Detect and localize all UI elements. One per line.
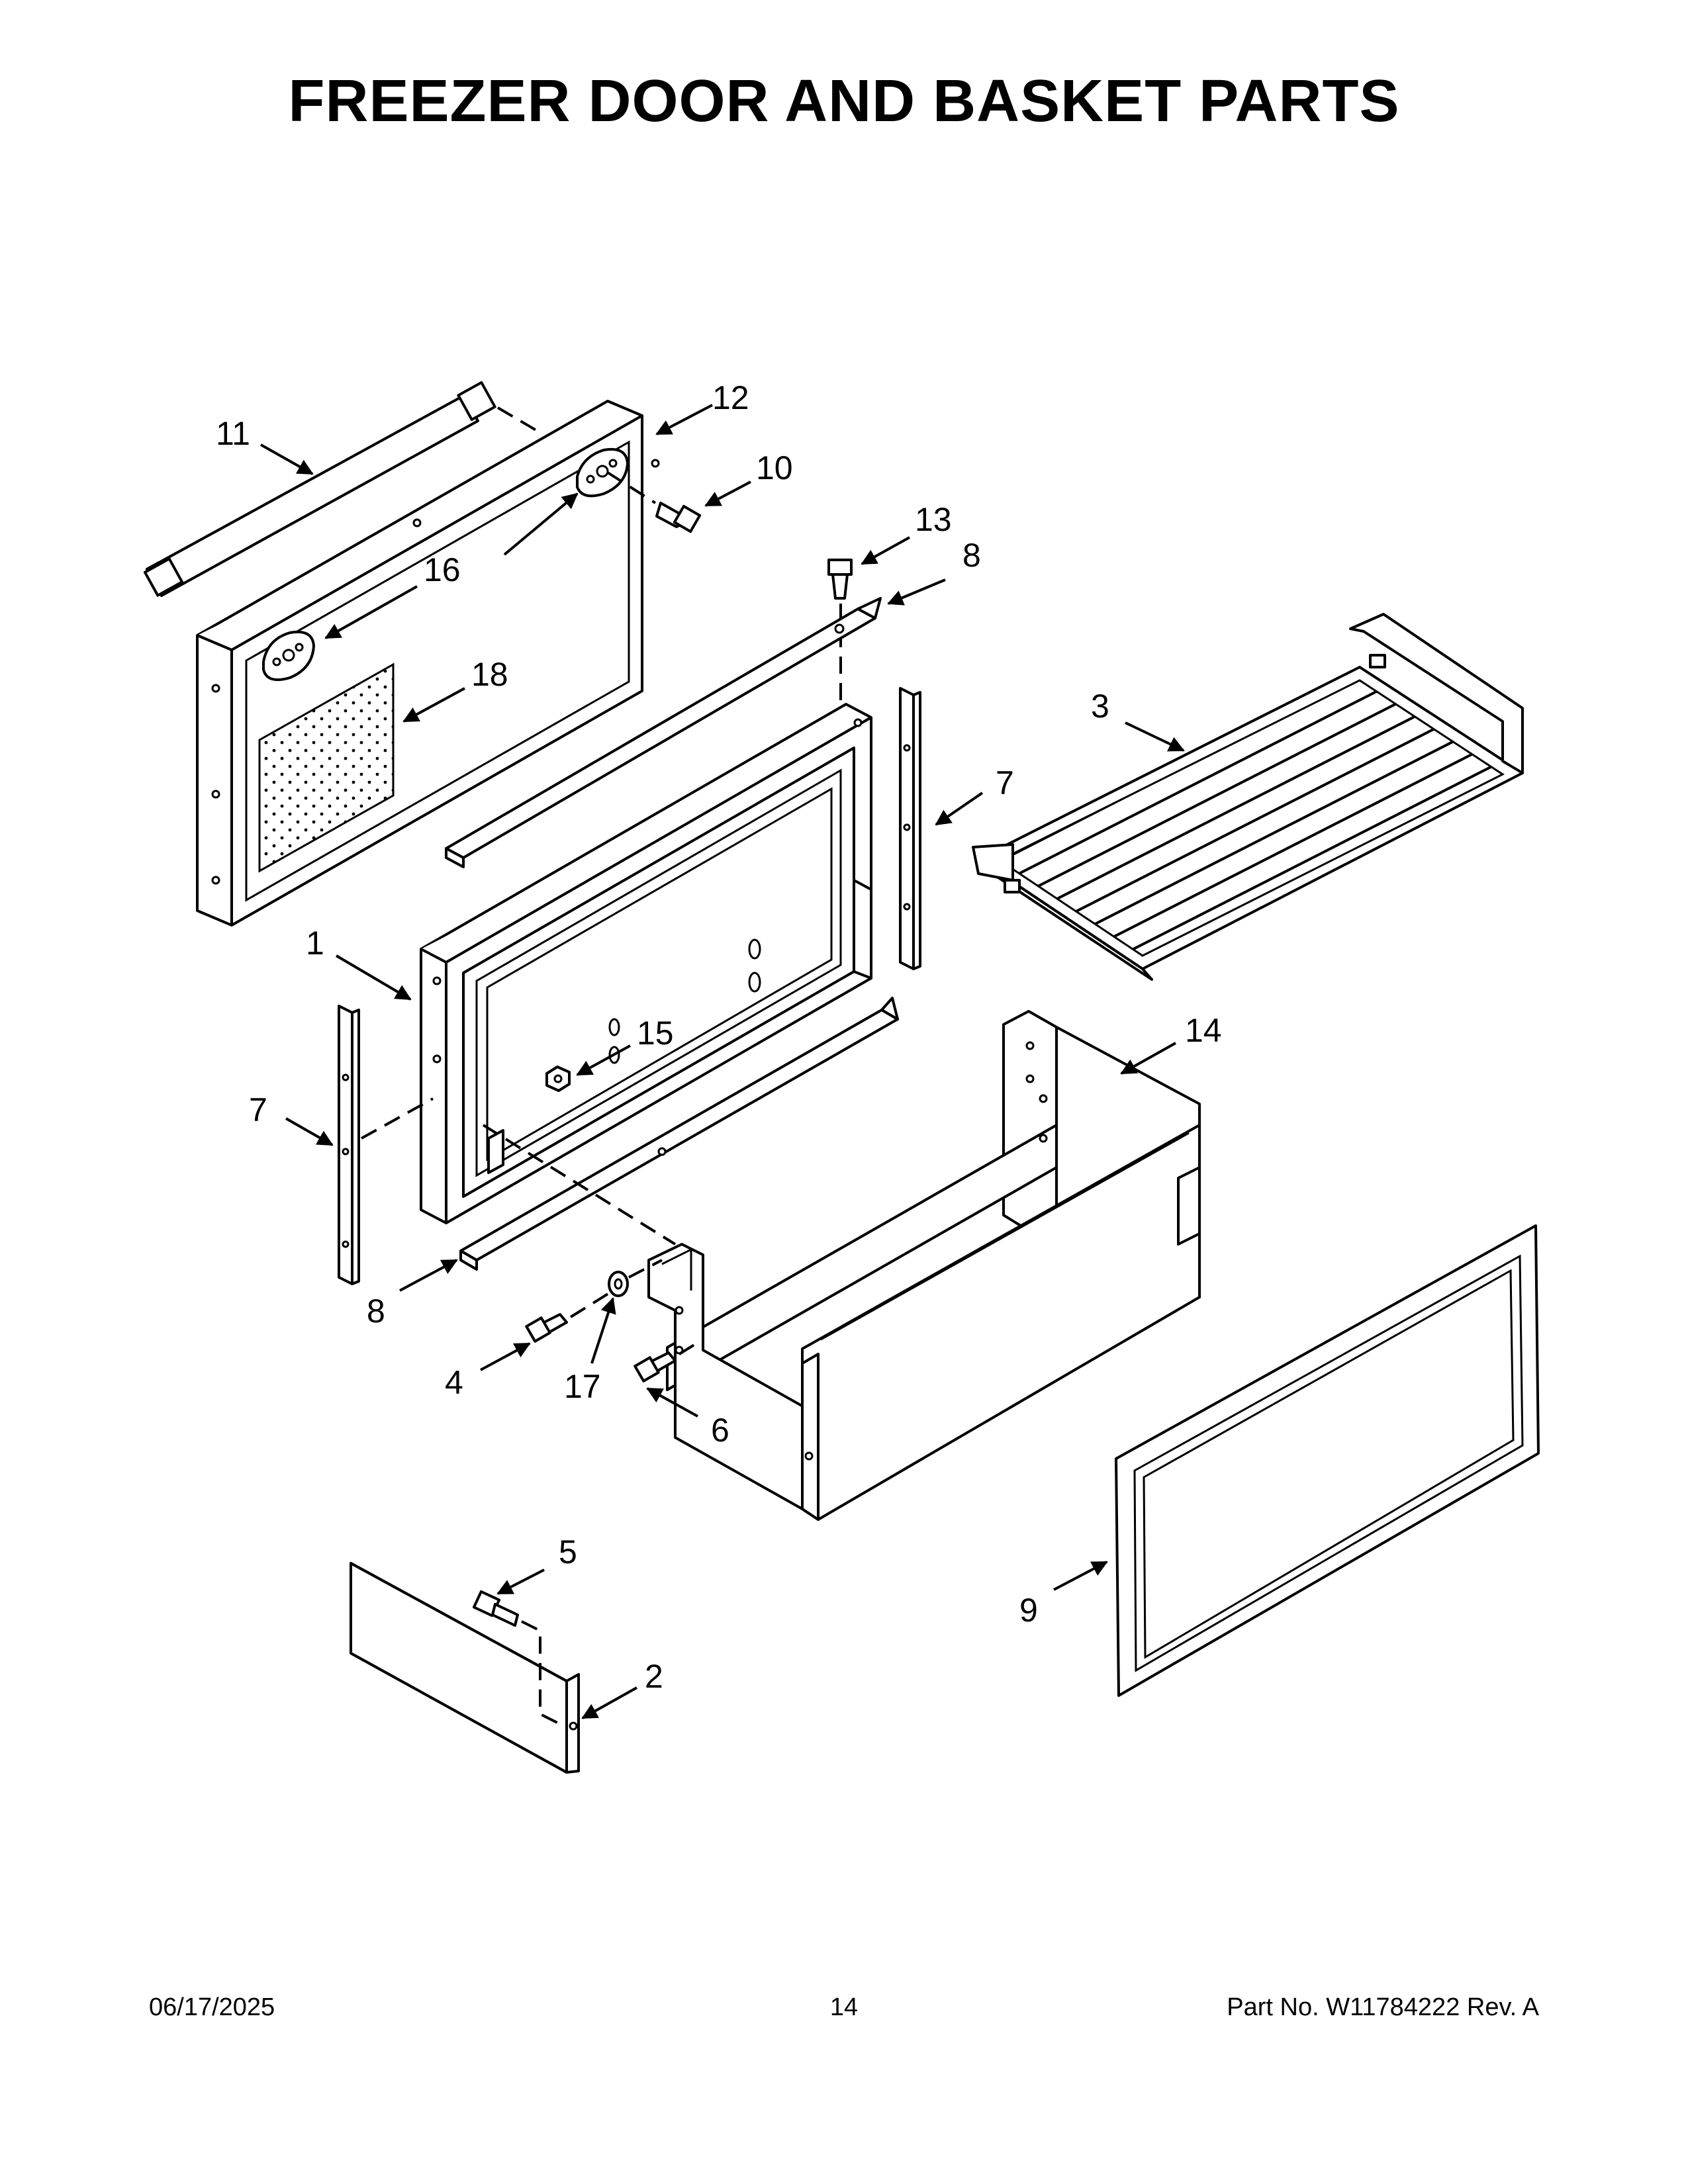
part-15-nut (545, 1066, 571, 1092)
callout-16: 16 (424, 551, 461, 588)
part-8-trim-strip-upper (445, 597, 882, 868)
callout-labels: 11 12 10 16 18 13 8 3 7 1 15 14 7 8 4 17… (216, 379, 1222, 1695)
callout-5: 5 (559, 1533, 577, 1570)
part-16-hinge-plate-upper (576, 448, 629, 498)
part-2-basket-trim (350, 1562, 580, 1774)
callout-1: 1 (306, 925, 324, 962)
part-8-trim-strip-lower (459, 997, 899, 1271)
part-6-screw (633, 1342, 698, 1383)
callout-8-upper: 8 (962, 537, 981, 574)
callout-18: 18 (471, 656, 508, 693)
callout-11: 11 (216, 415, 250, 452)
part-11-handle-tube (143, 381, 544, 597)
part-13-screw (827, 559, 853, 721)
footer-page-number: 14 (829, 1993, 859, 2021)
callout-7-left: 7 (249, 1091, 267, 1128)
leader-arrows (260, 404, 1185, 1719)
part-17-washer (608, 1259, 663, 1297)
callout-8-lower: 8 (367, 1293, 385, 1330)
callout-7-right: 7 (996, 764, 1014, 801)
callout-17: 17 (564, 1368, 601, 1405)
part-10-screw (606, 471, 702, 533)
part-9-gasket (1115, 1224, 1540, 1697)
part-18-insulation-pad (258, 662, 395, 873)
callout-15: 15 (637, 1015, 674, 1052)
callout-12: 12 (712, 379, 749, 416)
part-14-basket (482, 1010, 1201, 1521)
callout-2: 2 (645, 1658, 663, 1695)
callout-4: 4 (445, 1364, 463, 1401)
part-16-hinge-plate-lower (262, 631, 315, 681)
part-3-shelf (972, 613, 1524, 981)
callout-10: 10 (756, 449, 793, 486)
callout-9: 9 (1019, 1592, 1038, 1629)
part-7-side-strip-left (338, 1005, 434, 1285)
part-5-screw (472, 1590, 559, 1725)
callout-13: 13 (915, 501, 952, 538)
callout-14: 14 (1185, 1012, 1222, 1049)
part-7-side-strip-right (899, 687, 921, 970)
page-title: FREEZER DOOR AND BASKET PARTS (288, 68, 1400, 134)
part-4-screw (525, 1292, 610, 1343)
callout-3: 3 (1091, 688, 1109, 725)
footer-part-number: Part No. W11784222 Rev. A (1227, 1993, 1539, 2021)
callout-6: 6 (711, 1412, 729, 1449)
footer-date: 06/17/2025 (149, 1993, 275, 2021)
